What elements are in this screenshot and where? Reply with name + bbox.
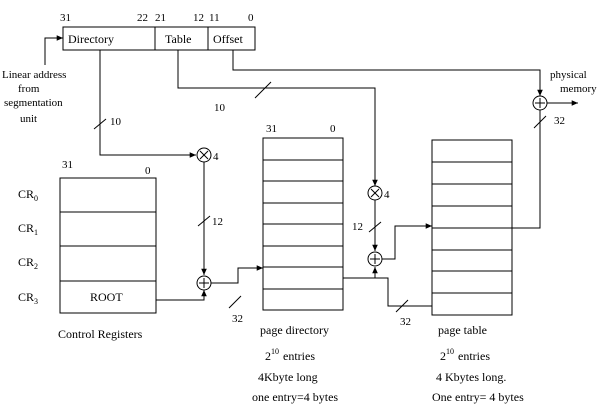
root-arrow <box>156 290 207 301</box>
bus-tick <box>254 81 272 99</box>
source-label-line: from <box>18 83 40 95</box>
root-path: 32 <box>156 265 263 325</box>
bit-21-label: 21 <box>155 12 166 24</box>
bit-0-label: 0 <box>248 12 254 24</box>
multiply-factor: 4 <box>384 189 390 201</box>
bus-tick <box>368 221 382 233</box>
pd-address-arrow <box>211 265 263 284</box>
table-field: Table <box>165 32 191 46</box>
pt-address-arrow <box>382 223 432 260</box>
linear-address-source: Linear address from segmentation unit <box>2 35 66 125</box>
pd-bit-low: 0 <box>330 123 336 135</box>
pd-out-width-label: 32 <box>400 316 411 328</box>
cr-bit-high: 31 <box>62 159 73 171</box>
multiply-factor: 4 <box>213 151 219 163</box>
pt-caption: page table <box>438 323 487 337</box>
physical-memory-label: physical <box>550 69 587 81</box>
source-arrow <box>44 35 63 65</box>
source-label-line: Linear address <box>2 69 66 81</box>
bit-12-label: 12 <box>193 12 204 24</box>
directory-field: Directory <box>68 32 114 46</box>
pd-entry-arrow <box>343 267 378 279</box>
cr-width-label: 12 <box>212 216 223 228</box>
pd-entry-path: 32 <box>343 223 432 328</box>
offset-arrow <box>232 50 543 96</box>
cr0-label: CR0 <box>18 187 38 203</box>
offset-path: 32 physical memory <box>232 50 597 229</box>
pt-size: 4 Kbytes long. <box>436 370 506 384</box>
multiply-icon <box>370 188 380 198</box>
bus-tick <box>533 115 547 129</box>
pt-entry-line <box>512 110 541 229</box>
multiply-icon <box>199 150 209 160</box>
pd-size: 4Kbyte long <box>258 370 318 384</box>
cr-out-width-label: 32 <box>232 313 243 325</box>
pd-caption: page directory <box>260 323 329 337</box>
table-width-label: 10 <box>214 102 226 114</box>
cr-bit-low: 0 <box>145 165 151 177</box>
pd-entry-size: one entry=4 bytes <box>252 390 338 404</box>
bit-22-label: 22 <box>137 12 148 24</box>
table-path: 10 4 12 <box>177 50 390 251</box>
physical-memory-label: memory <box>560 83 597 95</box>
pd-out-line <box>375 277 432 307</box>
pt-entry-size: One entry= 4 bytes <box>432 390 524 404</box>
linear-address-register: 31 22 21 12 11 0 Directory Table Offset <box>60 12 256 51</box>
cr2-label: CR2 <box>18 255 38 271</box>
root-label: ROOT <box>90 290 123 304</box>
cr1-label: CR1 <box>18 221 38 237</box>
source-label-line: segmentation <box>4 97 63 109</box>
source-label-line: unit <box>20 113 37 125</box>
bus-tick <box>197 215 211 227</box>
pm-width-label: 32 <box>554 115 565 127</box>
directory-width-label: 10 <box>110 116 122 128</box>
control-registers: 31 0 ROOT CR0 CR1 CR2 CR3 Control Regist… <box>18 159 157 341</box>
bus-tick <box>93 118 107 130</box>
pd-width-label: 12 <box>352 221 363 233</box>
pd-bit-high: 31 <box>266 123 277 135</box>
bus-tick <box>395 299 409 313</box>
bus-tick <box>228 295 242 309</box>
directory-arrow <box>99 50 196 158</box>
table-arrow <box>177 50 378 186</box>
directory-path: 10 4 12 <box>93 50 223 275</box>
cr3-label: CR3 <box>18 290 38 306</box>
offset-field: Offset <box>213 32 243 46</box>
cr-caption: Control Registers <box>58 327 143 341</box>
bit-11-label: 11 <box>209 12 220 24</box>
bit-31-label: 31 <box>60 12 71 24</box>
